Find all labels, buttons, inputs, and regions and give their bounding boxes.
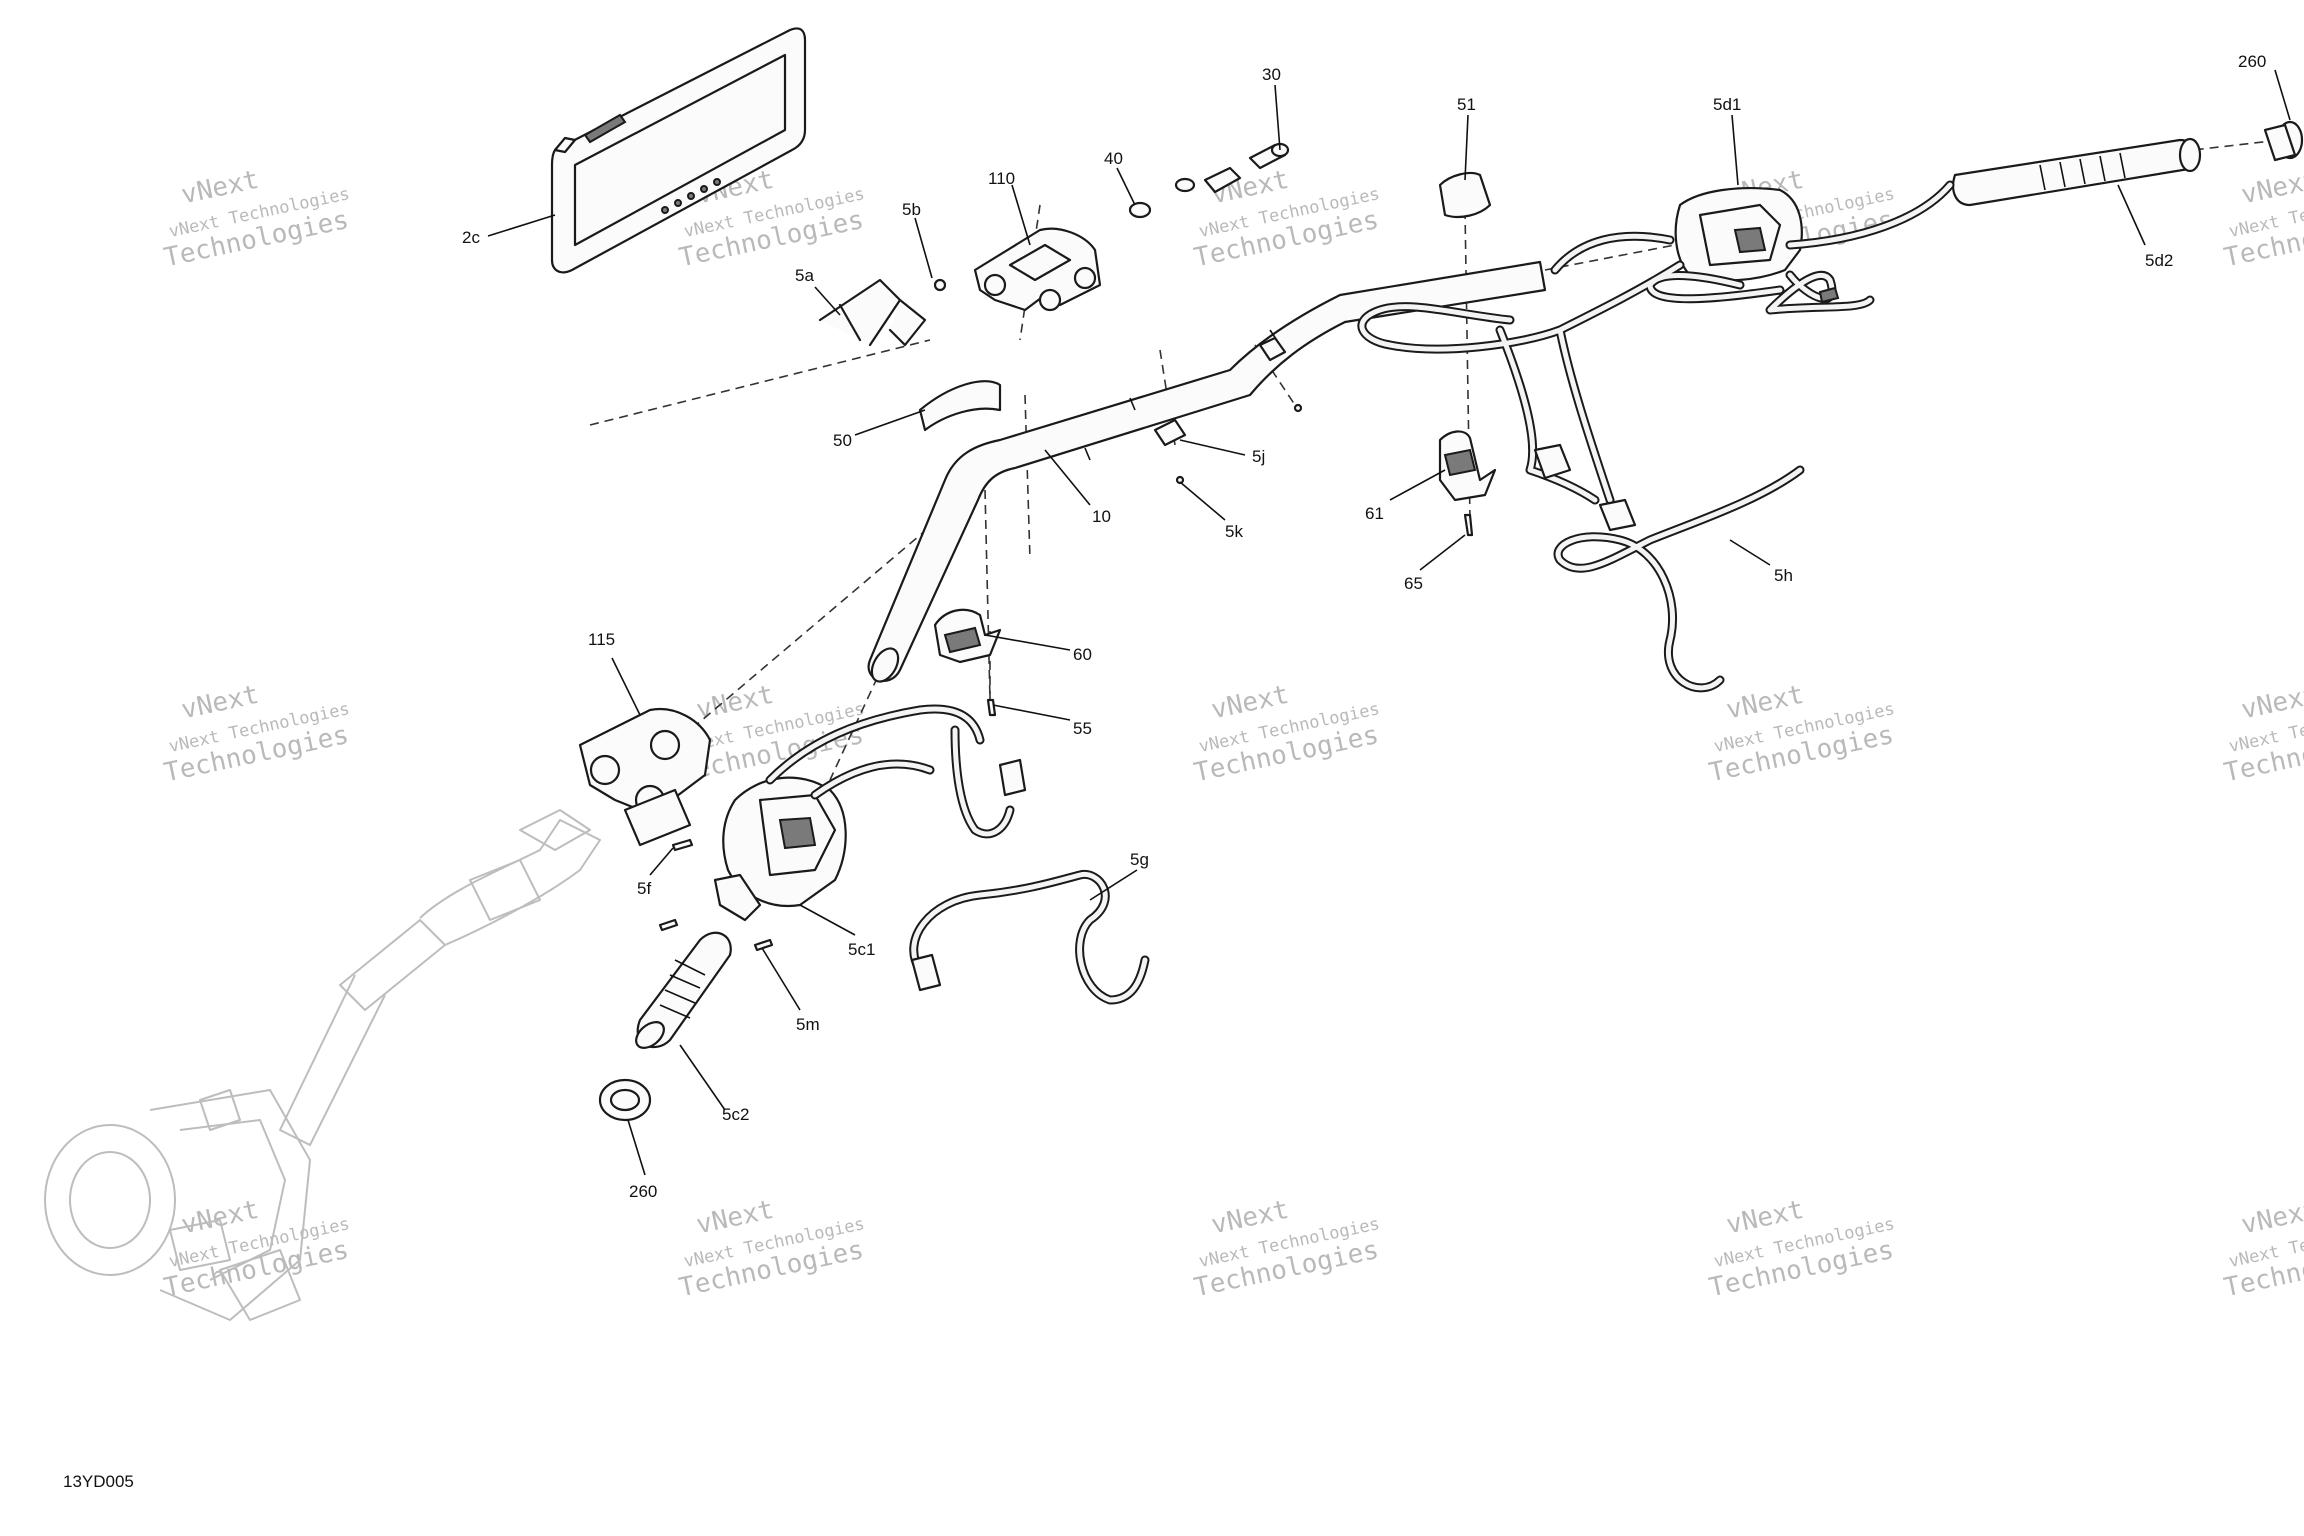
watermark-top: vNext <box>694 1195 777 1241</box>
callout-115: 115 <box>588 630 615 649</box>
end-cap-left <box>598 1078 652 1122</box>
callout-5k: 5k <box>1225 522 1243 541</box>
watermark-top: vNext <box>179 1195 262 1241</box>
watermark-top: vNext <box>694 680 777 726</box>
left-harness <box>765 704 1150 1005</box>
handlebar <box>867 260 1547 683</box>
callout-5f: 5f <box>637 879 651 898</box>
upper-clamp <box>973 227 1102 312</box>
mount-60 <box>933 608 1002 717</box>
right-grip <box>1952 137 2202 207</box>
wire-bracket <box>818 278 927 347</box>
callout-61: 61 <box>1365 504 1384 523</box>
callout-55: 55 <box>1073 719 1092 738</box>
callout-40: 40 <box>1104 149 1123 168</box>
callout-5m: 5m <box>796 1015 820 1034</box>
connector-5j <box>1153 336 1303 485</box>
callout-65: 65 <box>1404 574 1423 593</box>
callout-10: 10 <box>1092 507 1111 526</box>
callout-110: 110 <box>988 169 1015 188</box>
callout-5d1: 5d1 <box>1713 95 1741 114</box>
right-harness <box>1357 180 1955 532</box>
watermark-top: vNext <box>1724 680 1807 726</box>
callout-30: 30 <box>1262 65 1281 84</box>
display-screen <box>550 27 807 274</box>
watermark-top: vNext <box>179 680 262 726</box>
hose-5h <box>1553 465 1805 693</box>
cover-50 <box>918 380 1002 432</box>
steering-column-ghost <box>44 809 601 1321</box>
screw-5b <box>933 278 947 292</box>
callout-5a: 5a <box>795 266 814 285</box>
callout-260-left: 260 <box>629 1182 657 1201</box>
callout-5j: 5j <box>1252 447 1265 466</box>
callout-5d2: 5d2 <box>2145 251 2173 270</box>
watermark-top: vNext <box>179 165 262 211</box>
left-switch-housing <box>713 776 847 922</box>
callout-260-right: 260 <box>2238 52 2266 71</box>
callout-5b: 5b <box>902 200 921 219</box>
callout-60: 60 <box>1073 645 1092 664</box>
callout-labels: 2c 5b 5a 110 40 30 51 5d1 260 5d2 50 10 … <box>462 52 2266 1201</box>
lower-clamp <box>578 707 712 847</box>
callout-5h: 5h <box>1774 566 1793 585</box>
watermark-top: vNext <box>1209 1195 1292 1241</box>
watermark-top: vNext <box>2239 165 2304 211</box>
leader-lines <box>487 69 2291 1176</box>
cover-51 <box>1438 171 1492 219</box>
callout-2c: 2c <box>462 228 480 247</box>
mount-61 <box>1438 430 1497 537</box>
callout-5c2: 5c2 <box>722 1105 749 1124</box>
end-cap-right <box>2263 120 2304 162</box>
callout-50: 50 <box>833 431 852 450</box>
watermark-top: vNext <box>2239 680 2304 726</box>
callout-5c1: 5c1 <box>848 940 875 959</box>
watermark-top: vNext <box>2239 1195 2304 1241</box>
callout-51: 51 <box>1457 95 1476 114</box>
washer-bolt-stack <box>1128 142 1290 219</box>
small-screws <box>658 838 774 952</box>
watermark-top: vNext <box>1724 1195 1807 1241</box>
left-grip <box>635 931 732 1049</box>
callout-5g: 5g <box>1130 850 1149 869</box>
watermark-top: vNext <box>1209 680 1292 726</box>
drawing-reference: 13YD005 <box>63 1472 134 1491</box>
right-switch-housing <box>1674 187 1803 282</box>
